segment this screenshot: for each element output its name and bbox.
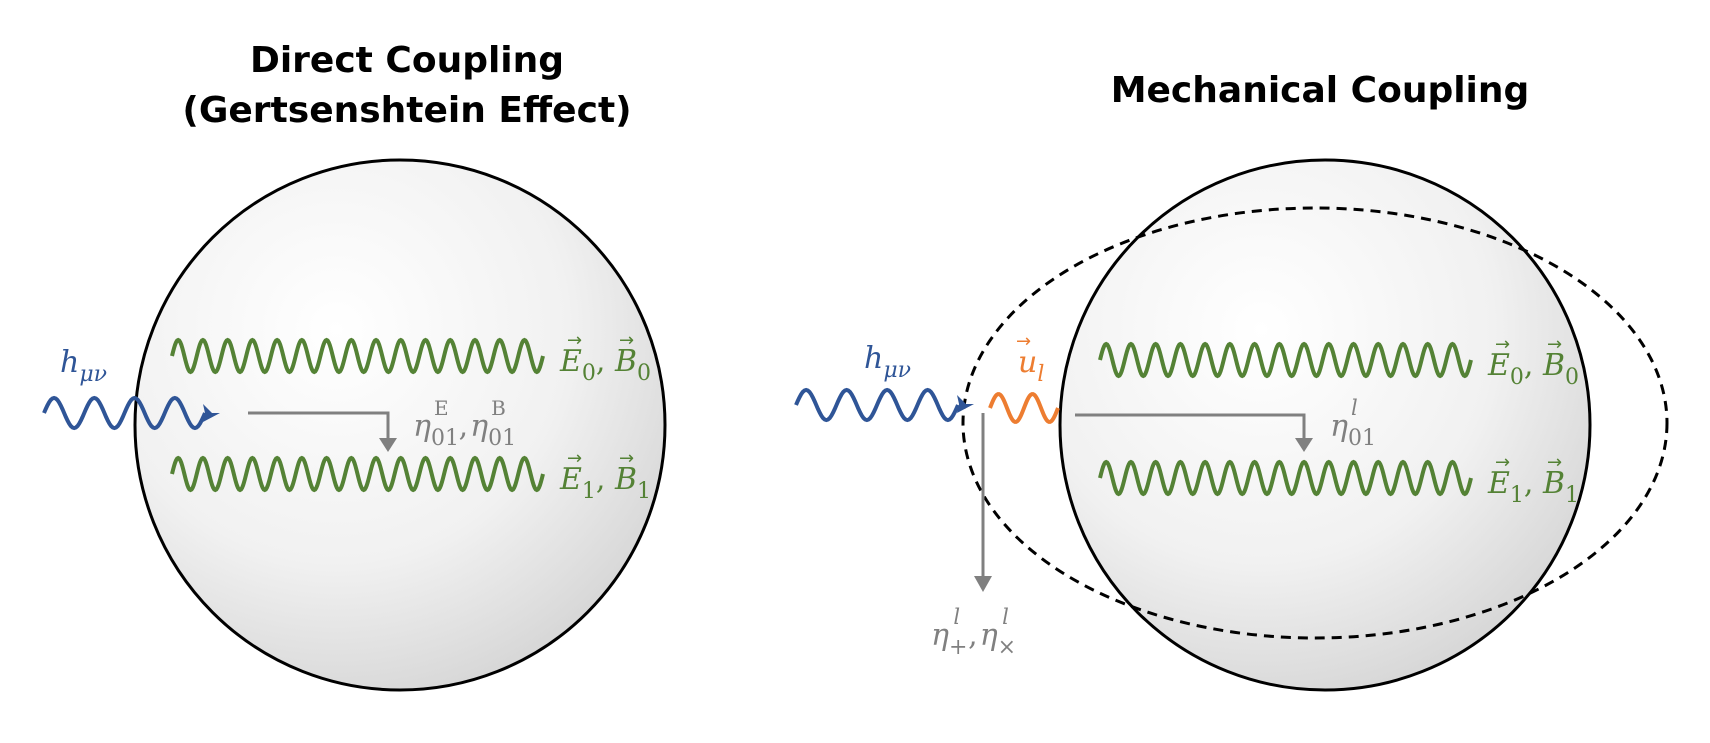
direct-graviton-label: hμν — [60, 345, 107, 387]
direct-title-line1: Direct Coupling — [250, 40, 564, 81]
vector-arrow-icon: → — [1495, 334, 1510, 355]
direct-coupling-label: η01E,η01B — [413, 396, 516, 451]
svg-text:E1, B1: E1, B1 — [559, 462, 651, 504]
radiation-arrowhead — [974, 576, 992, 592]
mechanical-mode1-wave — [1098, 459, 1473, 497]
phonon-wave — [988, 392, 1060, 424]
direct-mode1-label: E1, B1 → → — [559, 448, 651, 504]
direct-title-line2: (Gertsenshtein Effect) — [182, 90, 631, 131]
direct-mode1-wave — [170, 455, 545, 493]
deformed-sphere-outline — [961, 206, 1669, 640]
svg-text:E0, B0: E0, B0 — [559, 344, 651, 386]
mechanical-graviton-label: hμν — [864, 341, 911, 383]
mechanical-mode0-label: E0, B0 → → — [1487, 334, 1579, 390]
svg-text:E1, B1: E1, B1 — [1487, 466, 1579, 508]
vector-arrow-icon: → — [1016, 331, 1031, 352]
mechanical-cavity-sphere — [1058, 158, 1592, 692]
mechanical-coupling-arrowhead — [1295, 438, 1313, 452]
direct-graviton-wave — [42, 395, 207, 431]
mechanical-mode1-label: E1, B1 → → — [1487, 452, 1579, 508]
direct-graviton-arrowhead — [203, 404, 220, 422]
phonon-label: ul → — [1016, 331, 1044, 387]
vector-arrow-icon: → — [567, 448, 582, 469]
direct-coupling-arrow-line — [248, 411, 390, 440]
mechanical-coupling-label: η01l — [1330, 396, 1376, 451]
mechanical-mode0-wave — [1098, 341, 1473, 379]
vector-arrow-icon: → — [1547, 452, 1562, 473]
vector-arrow-icon: → — [1547, 334, 1562, 355]
direct-mode0-label: E0, B0 → → — [559, 330, 651, 386]
direct-coupling-panel: Direct Coupling (Gertsenshtein Effect) h… — [42, 40, 667, 692]
vector-arrow-icon: → — [619, 448, 634, 469]
direct-cavity-sphere — [133, 158, 667, 692]
vector-arrow-icon: → — [619, 330, 634, 351]
svg-text:ul: ul — [1018, 345, 1044, 387]
mechanical-graviton-wave — [794, 387, 960, 423]
mechanical-title: Mechanical Coupling — [1111, 70, 1530, 111]
radiation-label: η+l,η×l — [931, 605, 1016, 660]
direct-coupling-arrowhead — [379, 438, 397, 452]
mechanical-graviton-arrowhead — [957, 395, 974, 413]
mechanical-coupling-arrow-line — [1075, 413, 1306, 440]
vector-arrow-icon: → — [1495, 452, 1510, 473]
vector-arrow-icon: → — [567, 330, 582, 351]
svg-text:E0, B0: E0, B0 — [1487, 348, 1579, 390]
mechanical-coupling-panel: Mechanical Coupling hμν ul → E0, B0 → → … — [794, 70, 1669, 692]
direct-mode0-wave — [170, 337, 545, 375]
